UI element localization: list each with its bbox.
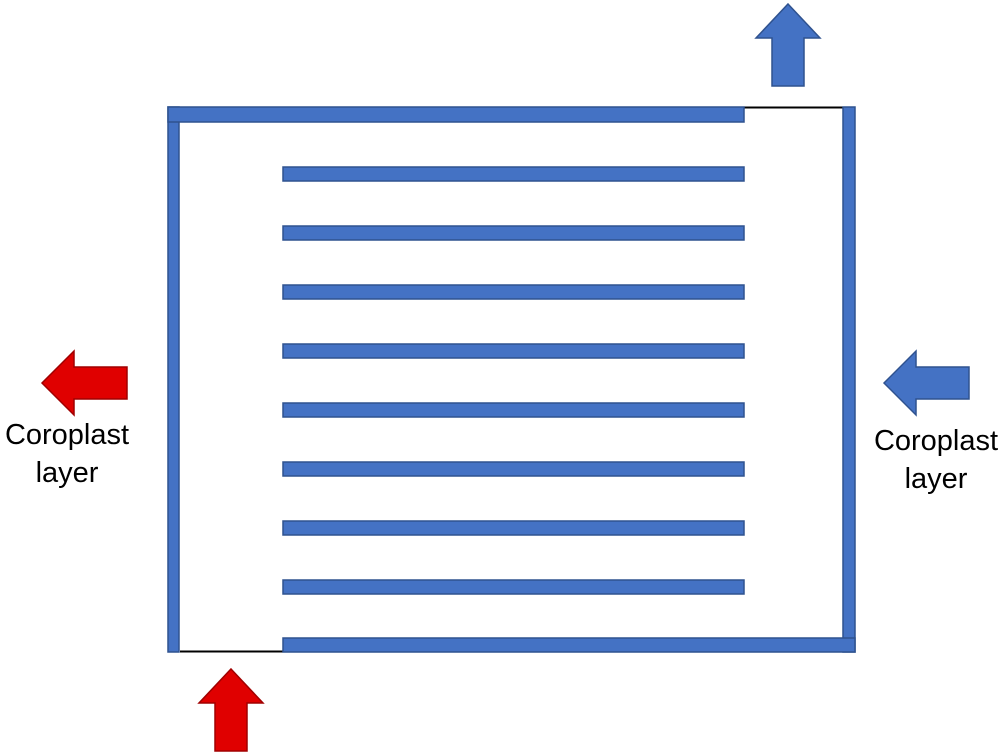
interior-channel (282, 343, 745, 359)
interior-channel (282, 461, 745, 477)
interior-channel (282, 520, 745, 536)
interior-channel (282, 225, 745, 241)
label-line: Coroplast (4, 419, 130, 451)
right-wall (842, 106, 856, 653)
arrow-left-icon (40, 349, 128, 417)
arrow-left-icon (882, 349, 970, 417)
interior-channel (282, 402, 745, 418)
interior-channels (282, 166, 745, 595)
left-wall (167, 106, 180, 653)
coroplast-layer-label-right: Coroplast layer (851, 422, 1000, 498)
interior-channel (282, 579, 745, 595)
label-line: Coroplast (873, 425, 999, 457)
label-line: layer (35, 457, 99, 489)
top-wall (167, 106, 745, 123)
coroplast-layer-label-left: Coroplast layer (0, 416, 152, 492)
label-line: layer (904, 463, 968, 495)
bottom-wall (282, 637, 856, 653)
interior-channel (282, 166, 745, 182)
interior-channel (282, 284, 745, 300)
arrow-up-icon (197, 667, 265, 752)
arrow-up-icon (754, 2, 822, 87)
